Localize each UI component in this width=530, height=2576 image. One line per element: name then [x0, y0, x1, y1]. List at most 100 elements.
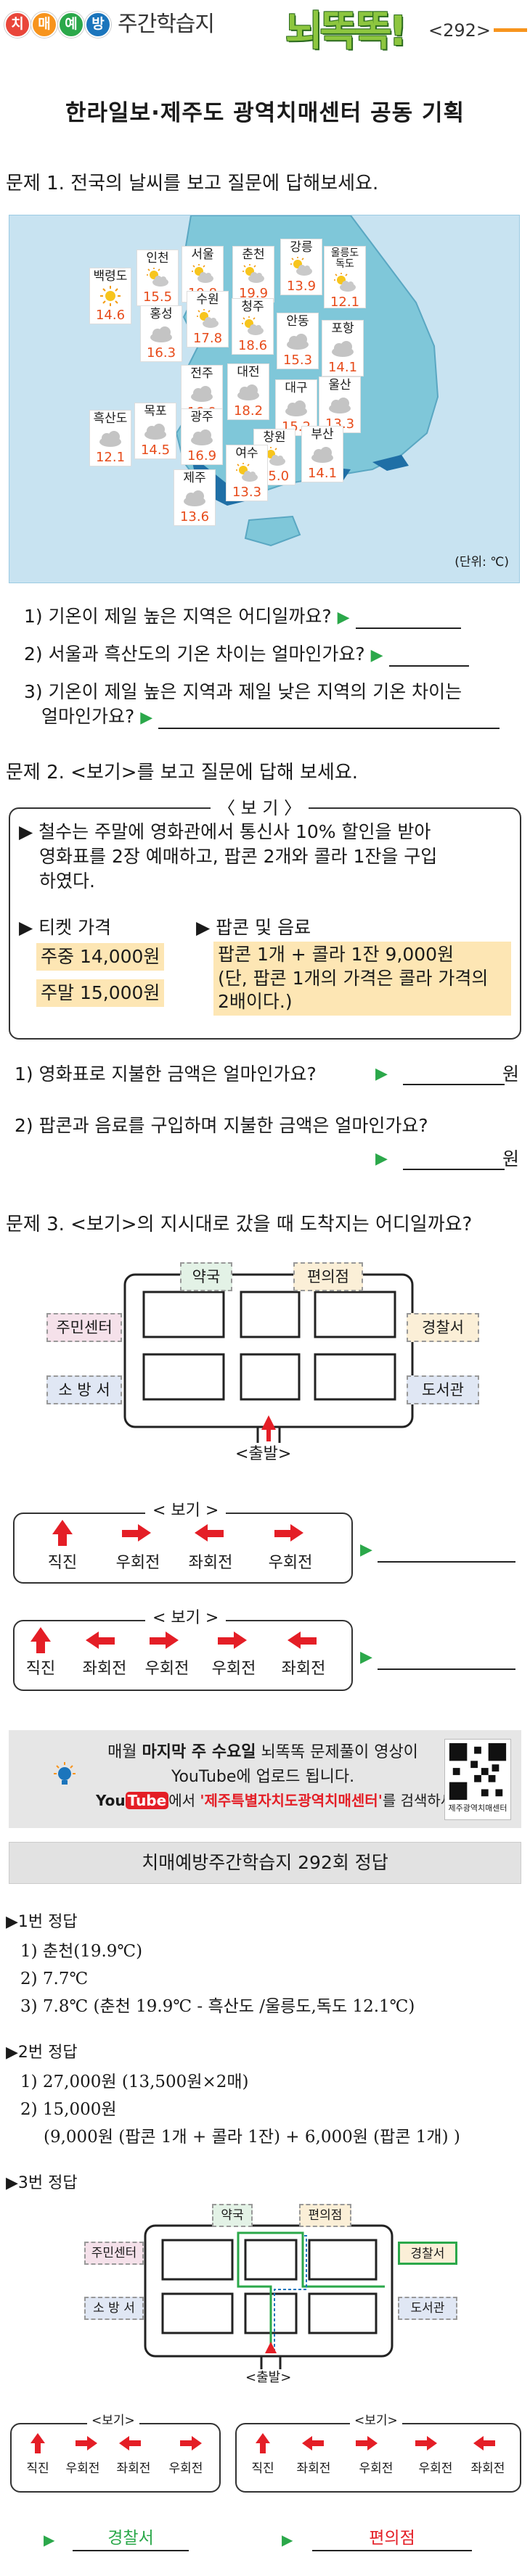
city-name: 청주	[241, 300, 264, 314]
answer-1-head: ▶1번 정답	[6, 1913, 78, 1931]
issue-number: <292>	[428, 20, 492, 41]
city-temperature: 18.6	[237, 337, 268, 353]
city-name: 광주	[190, 410, 213, 424]
start-label: <출발>	[235, 1445, 292, 1463]
qr-code[interactable]: 제주광역치매센터	[444, 1739, 511, 1820]
city-name: 여수	[235, 446, 258, 461]
cloud-icon	[319, 394, 360, 417]
city-name: 창원	[263, 430, 286, 445]
city-temperature: 18.2	[233, 403, 264, 419]
answer-blank[interactable]	[403, 1066, 505, 1085]
city-temperature: 12.1	[95, 449, 126, 465]
seq2-step-5: 좌회전	[281, 1660, 326, 1678]
city-name: 제주	[183, 471, 206, 485]
answer-seq2-step-2: 좌회전	[296, 2461, 331, 2476]
badge-char: 방	[85, 12, 111, 38]
sun-cloud-icon	[232, 316, 273, 339]
city-name: 포항	[331, 321, 354, 336]
q1-question-1: 1) 기온이 제일 높은 지역은 어디일까요? ▶	[24, 604, 461, 629]
answer-blank[interactable]	[158, 710, 500, 729]
seq1-step-1: 직진	[47, 1554, 78, 1572]
q2-bogi-label: 〈 보 기 〉	[211, 797, 309, 820]
answer-marker: ▶	[360, 1648, 372, 1666]
city-temperature: 14.1	[307, 465, 338, 481]
header: 치 매 예 방 주간학습지 뇌똑똑! <292>	[0, 0, 530, 74]
badge-char: 예	[58, 12, 84, 38]
city-name: 울릉도 독도	[330, 247, 359, 271]
answer-seq1-step-4: 우회전	[168, 2461, 203, 2476]
cloud-icon	[141, 323, 182, 346]
place-community-center: 주민센터	[46, 1313, 122, 1342]
answer-seq2-step-5: 좌회전	[470, 2461, 505, 2476]
answer-blank[interactable]	[403, 1151, 505, 1170]
q1-title: 문제 1. 전국의 날씨를 보고 질문에 답해보세요.	[6, 173, 379, 194]
q3-title: 문제 3. <보기>의 지시대로 갔을 때 도착지는 어디일까요?	[6, 1214, 473, 1235]
cloud-icon	[135, 420, 176, 443]
q3-street-grid	[123, 1273, 414, 1443]
notice-line-2: YouTube에 업로드 됩니다.	[171, 1768, 355, 1787]
sun-cloud-icon	[187, 308, 228, 332]
place-fire-station: 소 방 서	[46, 1375, 122, 1404]
city-temperature: 17.8	[192, 330, 223, 346]
sun-cloud-icon	[233, 263, 274, 287]
seq1-step-2: 우회전	[115, 1554, 160, 1572]
answer-seq2-step-1: 직진	[251, 2461, 274, 2476]
city-name: 인천	[146, 251, 169, 266]
sun-icon	[90, 285, 131, 308]
q1-question-2: 2) 서울과 흑산도의 기온 차이는 얼마인가요? ▶	[24, 642, 469, 667]
price-weekday: 주중 14,000원	[36, 943, 165, 971]
cloud-icon	[182, 426, 222, 449]
snack-price-head: ▶ 팝콘 및 음료	[196, 917, 311, 938]
qr-code-icon	[446, 1740, 510, 1803]
city-temperature: 16.9	[187, 448, 217, 464]
city-temperature: 14.5	[140, 442, 171, 458]
city-temperature: 14.6	[95, 307, 126, 323]
cloud-icon	[277, 330, 318, 353]
city-weather-cell: 포항 14.1	[322, 320, 364, 376]
answer-blank[interactable]	[355, 610, 461, 629]
city-temperature: 15.5	[142, 289, 173, 305]
cloud-icon	[174, 487, 215, 510]
snack-price-box: 팝콘 1개 + 콜라 1잔 9,000원 (단, 팝콘 1개의 가격은 콜라 가…	[213, 942, 511, 1016]
city-temperature: 14.1	[327, 359, 358, 375]
answer-marker: ▶	[337, 609, 350, 627]
badge-char: 매	[31, 12, 57, 38]
header-bar	[494, 28, 527, 32]
answer-marker: ▶	[360, 1541, 372, 1559]
answer-blank[interactable]	[388, 648, 469, 667]
city-temperature: 13.9	[286, 278, 317, 294]
city-name: 전주	[190, 366, 213, 381]
q2-question-1: 1) 영화표로 지불한 금액은 얼마인가요? ▶ 원	[15, 1063, 520, 1085]
answer-place-convenience-store: 편의점	[299, 2204, 351, 2227]
answer-bogi-2-arrows	[256, 2433, 495, 2453]
sun-cloud-icon	[281, 256, 322, 279]
answer-2-head: ▶2번 정답	[6, 2044, 78, 2062]
qr-caption: 제주광역치매센터	[448, 1803, 507, 1813]
answer-place-library: 도서관	[398, 2297, 457, 2320]
answer-blank[interactable]	[378, 1544, 515, 1563]
answer-bogi-1-label: <보기>	[87, 2413, 139, 2429]
place-convenience-store: 편의점	[293, 1262, 363, 1291]
city-temperature: 15.3	[282, 352, 313, 368]
answer-marker: ▶	[370, 646, 383, 664]
seq2-step-2: 좌회전	[82, 1660, 127, 1678]
city-name: 울산	[328, 378, 351, 392]
answer-blank[interactable]	[378, 1651, 515, 1670]
city-name: 대구	[285, 381, 308, 395]
q3-bogi-1-arrows	[52, 1520, 303, 1546]
result-marker: ▶	[282, 2531, 293, 2548]
q2-question-2: 2) 팝콘과 음료를 구입하며 지불한 금액은 얼마인가요? ▶ 원	[15, 1115, 520, 1170]
